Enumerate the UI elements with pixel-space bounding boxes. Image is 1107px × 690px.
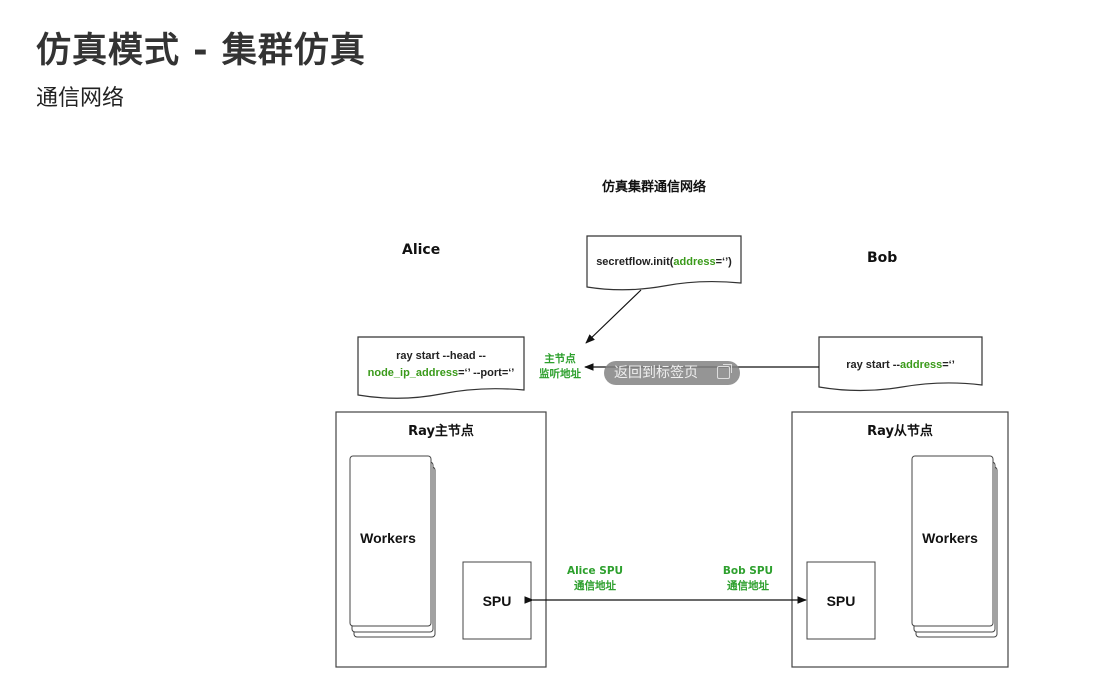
diagram-title: 仿真集群通信网络 <box>602 180 707 195</box>
page-title: 仿真模式 - 集群仿真 <box>36 31 366 71</box>
worker-cmd-document <box>818 336 983 392</box>
head-cmd: ray start --head -- node_ip_address=‘’ -… <box>358 348 524 382</box>
alice-label: Alice <box>402 242 441 258</box>
init-code-document <box>586 235 742 291</box>
bob-spu-label: Bob SPU 通信地址 <box>713 564 783 594</box>
head-cmd-suffix: =‘’ --port=‘’ <box>458 367 515 379</box>
alice-spu-label: Alice SPU 通信地址 <box>560 564 630 594</box>
bob-spu-line2: 通信地址 <box>727 580 769 592</box>
back-to-tab-button[interactable]: 返回到标签页 <box>604 361 740 385</box>
init-code: secretflow.init(address=‘’) <box>587 254 741 271</box>
alice-spu-line2: 通信地址 <box>574 580 616 592</box>
head-listen-line1: 主节点 <box>544 353 576 365</box>
worker-workers-label: Workers <box>922 530 978 546</box>
init-to-head-arrow <box>585 289 642 344</box>
head-cmd-line1: ray start --head -- <box>396 350 486 362</box>
head-cmd-param: node_ip_address <box>367 367 459 379</box>
head-spu-label: SPU <box>482 593 512 609</box>
worker-cmd-prefix: ray start -- <box>846 359 901 371</box>
init-code-suffix: =‘’) <box>715 256 732 268</box>
bob-spu-line1: Bob SPU <box>722 565 774 577</box>
worker-spu-box <box>806 561 876 640</box>
worker-cmd-param: address <box>900 359 943 371</box>
alice-spu-line1: Alice SPU <box>566 565 624 577</box>
bob-label: Bob <box>867 250 898 266</box>
head-spu-box <box>462 561 532 640</box>
head-workers-label: Workers <box>360 530 416 546</box>
worker-cmd: ray start --address=‘’ <box>819 357 982 374</box>
head-listen-label: 主节点 监听地址 <box>530 352 590 382</box>
worker-spu-label: SPU <box>826 593 856 609</box>
head-workers-box <box>349 455 432 627</box>
worker-workers-box <box>911 455 994 627</box>
head-cmd-document <box>357 336 525 399</box>
external-link-icon <box>717 364 732 379</box>
page-subtitle: 通信网络 <box>36 86 125 111</box>
worker-cmd-suffix: =‘’ <box>942 359 955 371</box>
back-to-tab-label: 返回到标签页 <box>614 365 698 381</box>
head-listen-line2: 监听地址 <box>539 368 581 380</box>
worker-node-title: Ray从节点 <box>867 424 933 439</box>
head-node-title: Ray主节点 <box>408 424 474 439</box>
init-code-prefix: secretflow.init( <box>596 256 674 268</box>
init-code-param: address <box>673 256 716 268</box>
